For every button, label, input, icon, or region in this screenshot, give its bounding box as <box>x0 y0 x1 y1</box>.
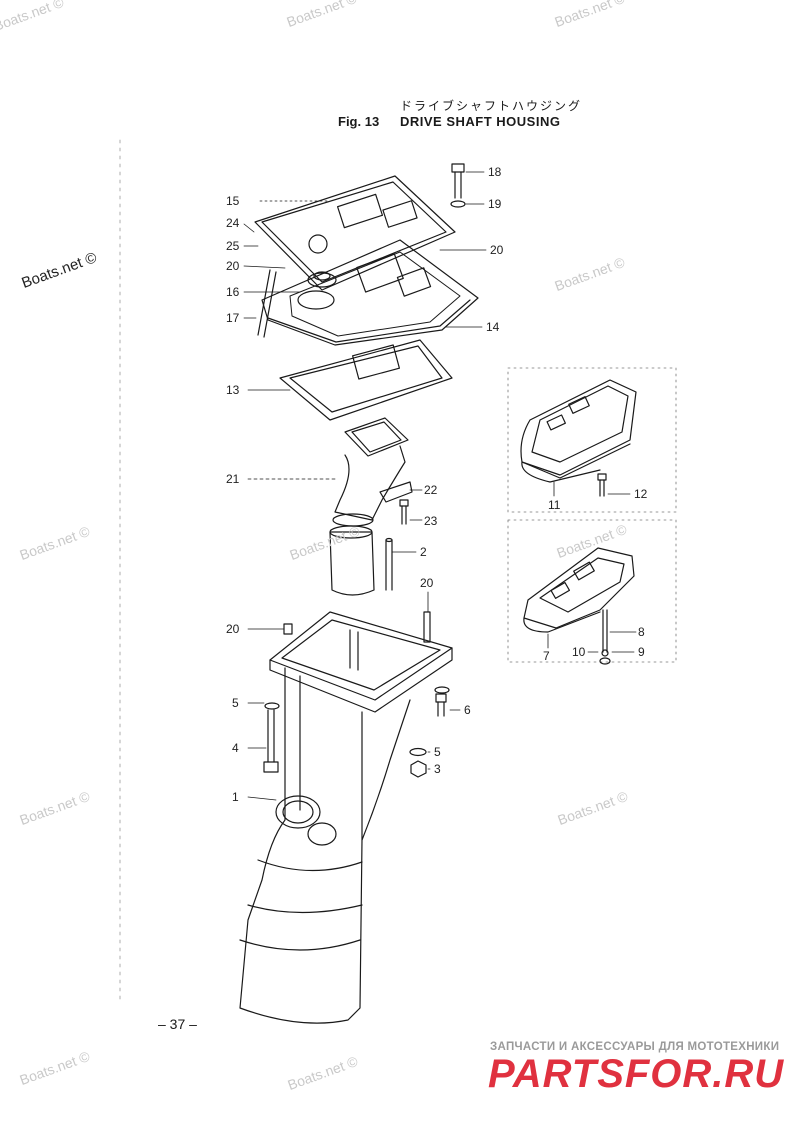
part-label-10: 10 <box>572 645 586 659</box>
dowel-pin <box>423 611 431 643</box>
part-label-5: 5 <box>434 745 441 759</box>
promo-logo[interactable]: PARTSFOR.RU <box>488 1052 785 1096</box>
cover-7 <box>523 547 635 633</box>
part-label-12: 12 <box>634 487 648 501</box>
muffler-tube <box>329 525 375 596</box>
part-label-23: 23 <box>424 514 438 528</box>
bolt-4 <box>263 702 280 773</box>
tube <box>257 269 277 338</box>
part-label-8: 8 <box>638 625 645 639</box>
part-label-5: 5 <box>232 696 239 710</box>
washer-5 <box>409 747 427 757</box>
nut-3 <box>410 760 427 778</box>
figure-number: Fig. 13 <box>338 114 380 129</box>
part-label-14: 14 <box>486 320 500 334</box>
part-label-20: 20 <box>420 576 434 590</box>
exhaust-pipe <box>332 417 409 527</box>
part-label-2: 2 <box>420 545 427 559</box>
bolt-6 <box>434 686 450 717</box>
part-label-19: 19 <box>488 197 502 211</box>
page-number: – 37 – <box>158 1016 197 1032</box>
bracket <box>379 481 413 503</box>
part-label-18: 18 <box>488 165 502 179</box>
part-label-20: 20 <box>490 243 504 257</box>
part-label-15: 15 <box>226 194 240 208</box>
part-label-3: 3 <box>434 762 441 776</box>
part-label-16: 16 <box>226 285 240 299</box>
part-label-20: 20 <box>226 622 240 636</box>
upper-cover-plate <box>261 239 479 346</box>
bolt-8 <box>599 609 611 665</box>
top-bolt <box>450 163 466 208</box>
part-label-25: 25 <box>226 239 240 253</box>
promo-tagline: ЗАПЧАСТИ И АКСЕССУАРЫ ДЛЯ МОТОТЕХНИКИ <box>490 1041 780 1053</box>
part-label-24: 24 <box>226 216 240 230</box>
dowel-pin <box>283 623 293 635</box>
part-label-17: 17 <box>226 311 240 325</box>
bolt-23 <box>399 499 409 525</box>
stud-2 <box>385 537 393 591</box>
drive-shaft-housing <box>239 611 453 1024</box>
part-label-7: 7 <box>543 649 550 663</box>
part-label-13: 13 <box>226 383 240 397</box>
part-label-1: 1 <box>232 790 239 804</box>
figure-subtitle-jp: ドライブシャフトハウジング <box>400 99 583 113</box>
part-label-22: 22 <box>424 483 438 497</box>
part-label-11: 11 <box>548 498 561 512</box>
top-gasket <box>254 175 456 291</box>
cover-11 <box>520 379 637 483</box>
bolt-12 <box>597 473 607 497</box>
optional-parts-box <box>507 367 677 663</box>
part-label-20: 20 <box>226 259 240 273</box>
part-label-21: 21 <box>226 472 240 486</box>
figure-title: DRIVE SHAFT HOUSING <box>400 114 561 129</box>
part-label-6: 6 <box>464 703 471 717</box>
part-label-4: 4 <box>232 741 239 755</box>
part-label-9: 9 <box>638 645 645 659</box>
middle-gasket <box>279 339 453 421</box>
